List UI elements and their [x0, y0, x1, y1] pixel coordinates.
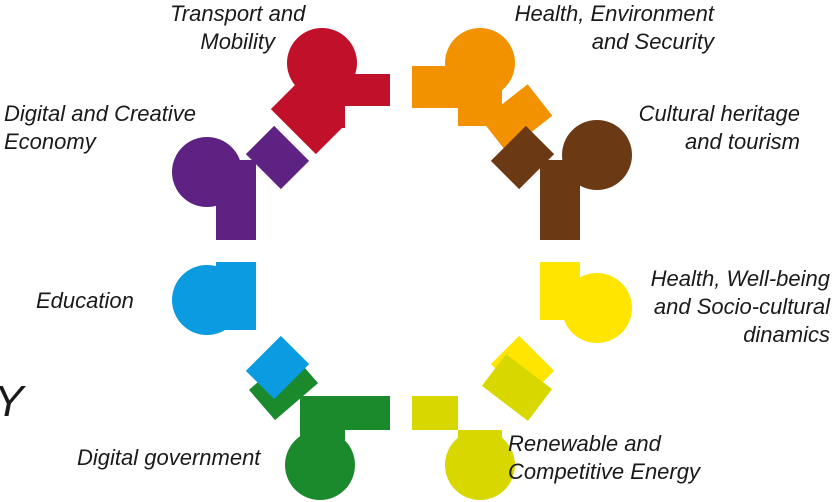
- figure-arm: [481, 84, 553, 152]
- label-line: Health, Well-being: [650, 266, 830, 291]
- label-line: dinamics: [743, 322, 830, 347]
- figure-body: [540, 262, 580, 320]
- label-line: Digital and Creative: [4, 101, 196, 126]
- label-health-environment-security: Health, Environment and Security: [448, 0, 714, 56]
- figure-body: [412, 396, 502, 440]
- label-line: Economy: [4, 129, 96, 154]
- sector-figure-transport: [270, 28, 390, 155]
- sector-figure-heritage: [490, 120, 632, 240]
- figure-head: [285, 430, 355, 500]
- label-line: and tourism: [685, 129, 800, 154]
- figure-body: [216, 262, 256, 330]
- label-line: Renewable and: [508, 431, 661, 456]
- label-transport-mobility: Transport and Mobility: [170, 0, 305, 56]
- label-renewable-competitive-energy: Renewable and Competitive Energy: [508, 430, 700, 486]
- label-digital-creative-economy: Digital and Creative Economy: [4, 100, 196, 156]
- figure-arm: [245, 125, 310, 190]
- figure-arm: [270, 80, 345, 155]
- figure-body: [412, 66, 502, 126]
- figure-head: [445, 430, 515, 500]
- label-health-wellbeing-sociocultural: Health, Well-being and Socio-cultural di…: [560, 265, 830, 349]
- figure-arm: [245, 335, 310, 400]
- label-line: and Security: [591, 29, 714, 54]
- figure-arm: [481, 354, 553, 421]
- label-line: and Socio-cultural: [653, 294, 830, 319]
- label-education: Education: [36, 287, 134, 315]
- figure-body: [216, 160, 256, 240]
- sector-figure-education: [172, 262, 310, 400]
- label-line: Mobility: [200, 29, 275, 54]
- figure-body: [300, 396, 390, 440]
- label-line: Education: [36, 288, 134, 313]
- sector-figure-health-env: [412, 28, 553, 152]
- label-digital-government: Digital government: [77, 444, 260, 472]
- sector-figure-energy: [412, 354, 553, 500]
- cropped-letter-fragment: Y: [0, 380, 23, 424]
- label-line: Health, Environment: [514, 1, 714, 26]
- label-line: Transport and: [170, 1, 306, 26]
- figure-body: [540, 160, 580, 240]
- label-line: Digital government: [77, 445, 261, 470]
- label-line: Cultural heritage: [638, 101, 800, 126]
- label-line: Competitive Energy: [508, 459, 700, 484]
- label-cultural-heritage-tourism: Cultural heritage and tourism: [560, 100, 800, 156]
- sector-figure-digital-creative: [172, 125, 310, 240]
- figure-arm: [490, 125, 555, 190]
